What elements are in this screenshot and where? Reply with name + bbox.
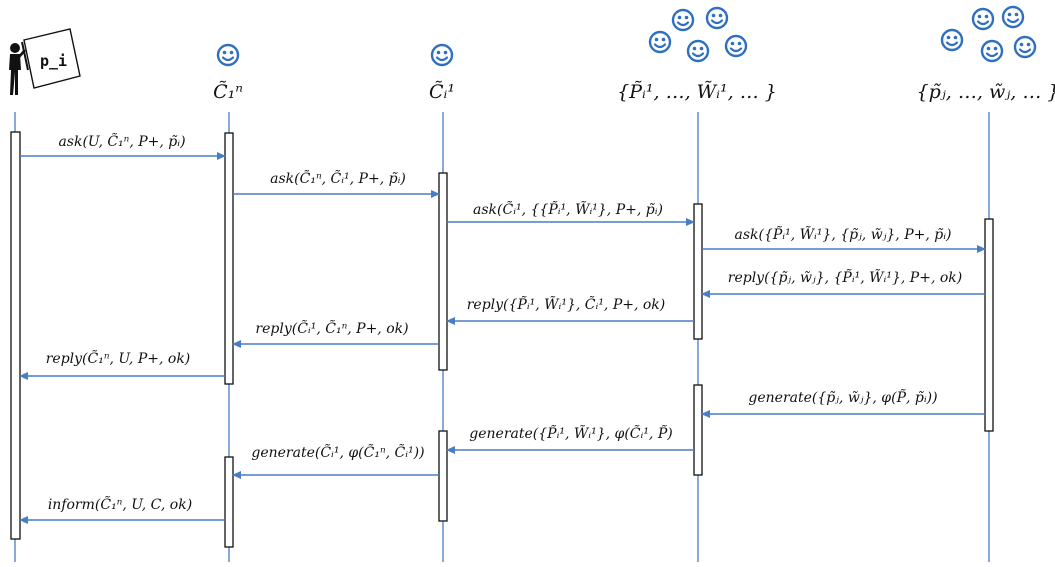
activation-box [10, 131, 21, 540]
smiley-group-icon [940, 5, 1037, 63]
smiley-icon [430, 43, 454, 67]
message-label: reply({p̃ⱼ, w̃ⱼ}, {P̃ᵢ¹, W̃ᵢ¹}, P+, ok) [728, 268, 962, 286]
message-label: reply({P̃ᵢ¹, W̃ᵢ¹}, C̃ᵢ¹, P+, ok) [467, 295, 666, 313]
message-label: generate({p̃ⱼ, w̃ⱼ}, φ(P̃, p̃ᵢ)) [748, 388, 937, 406]
message: generate({p̃ⱼ, w̃ⱼ}, φ(P̃, p̃ᵢ)) [701, 388, 985, 418]
message: generate(C̃ᵢ¹, φ(C̃₁ⁿ, C̃ᵢ¹)) [232, 443, 439, 479]
activation-box [693, 384, 703, 476]
smiley-icon [216, 43, 240, 67]
participant-ci1: C̃ᵢ¹ [429, 43, 455, 103]
smiley-group-icon [648, 6, 748, 63]
message: reply(C̃₁ⁿ, U, P+, ok) [19, 349, 225, 380]
message: ask(C̃ᵢ¹, {{P̃ᵢ¹, W̃ᵢ¹}, P+, p̃ᵢ) [447, 200, 695, 226]
message: ask(U, C̃₁ⁿ, P+, p̃ᵢ) [20, 132, 226, 160]
message: reply({P̃ᵢ¹, W̃ᵢ¹}, C̃ᵢ¹, P+, ok) [446, 295, 694, 325]
message-label: reply(C̃₁ⁿ, U, P+, ok) [46, 349, 191, 367]
activation-box [693, 203, 703, 340]
message: generate({P̃ᵢ¹, W̃ᵢ¹}, φ(C̃ᵢ¹, P̃) [446, 424, 694, 454]
message: ask({P̃ᵢ¹, W̃ᵢ¹}, {p̃ⱼ, w̃ⱼ}, P+, p̃ᵢ) [702, 225, 986, 253]
message-label: generate({P̃ᵢ¹, W̃ᵢ¹}, φ(C̃ᵢ¹, P̃) [469, 424, 672, 442]
message-label: inform(C̃₁ⁿ, U, C, ok) [48, 495, 192, 513]
participant-c1n: C̃₁ⁿ [213, 43, 243, 103]
message: reply(C̃ᵢ¹, C̃₁ⁿ, P+, ok) [232, 319, 439, 348]
activation-box [984, 218, 994, 432]
message-label: ask(C̃ᵢ¹, {{P̃ᵢ¹, W̃ᵢ¹}, P+, p̃ᵢ) [473, 200, 663, 218]
activation-box [438, 172, 448, 371]
message-label: reply(C̃ᵢ¹, C̃₁ⁿ, P+, ok) [255, 319, 408, 337]
message: reply({p̃ⱼ, w̃ⱼ}, {P̃ᵢ¹, W̃ᵢ¹}, P+, ok) [701, 268, 985, 298]
person-with-sign-icon [9, 28, 81, 95]
message: ask(C̃₁ⁿ, C̃ᵢ¹, P+, p̃ᵢ) [233, 169, 440, 198]
participant-label: {p̃ⱼ, …, w̃ⱼ, … } [917, 81, 1055, 103]
message: inform(C̃₁ⁿ, U, C, ok) [19, 495, 225, 524]
participant-label: C̃ᵢ¹ [429, 81, 455, 103]
participant-group-w: {p̃ⱼ, …, w̃ⱼ, … } [917, 5, 1055, 103]
message-label: ask({P̃ᵢ¹, W̃ᵢ¹}, {p̃ⱼ, w̃ⱼ}, P+, p̃ᵢ) [734, 225, 951, 243]
participant-label: {P̃ᵢ¹, …, W̃ᵢ¹, … } [617, 81, 777, 103]
message-label: generate(C̃ᵢ¹, φ(C̃₁ⁿ, C̃ᵢ¹)) [251, 443, 424, 461]
activation-box [224, 456, 234, 548]
participant-user: p_i [9, 28, 81, 95]
sign-text: p_i [40, 52, 67, 70]
message-label: ask(U, C̃₁ⁿ, P+, p̃ᵢ) [58, 132, 185, 150]
participant-label: C̃₁ⁿ [213, 81, 243, 103]
participant-group-p: {P̃ᵢ¹, …, W̃ᵢ¹, … } [617, 6, 777, 103]
activation-box [224, 132, 234, 385]
activation-box [438, 430, 448, 522]
message-label: ask(C̃₁ⁿ, C̃ᵢ¹, P+, p̃ᵢ) [270, 169, 406, 187]
